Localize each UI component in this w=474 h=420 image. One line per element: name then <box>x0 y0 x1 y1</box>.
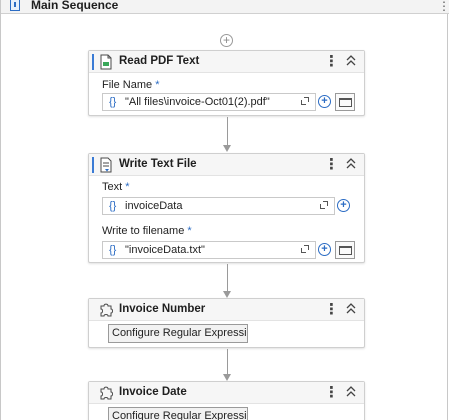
browse-folder-button[interactable] <box>335 241 355 259</box>
folder-icon <box>339 98 352 107</box>
expand-editor-icon[interactable] <box>301 97 309 105</box>
expression-icon: {} <box>109 96 117 108</box>
activity-title: Write Text File <box>119 158 197 170</box>
activity-header[interactable]: Read PDF Text ⋮ <box>89 51 364 73</box>
connector-line <box>227 349 228 374</box>
add-variable-icon[interactable]: + <box>318 95 331 108</box>
write-text-file-icon <box>100 157 112 173</box>
add-variable-icon[interactable]: + <box>337 199 350 212</box>
activity-read-pdf-text[interactable]: Read PDF Text ⋮ File Name * {} "All file… <box>88 50 365 116</box>
connector-arrow-icon <box>223 291 231 298</box>
activity-invoice-number[interactable]: Invoice Number ⋮ Configure Regular Expre… <box>88 298 365 348</box>
collapse-icon[interactable] <box>345 54 357 68</box>
file-name-input[interactable]: {} "All files\invoice-Oct01(2).pdf" <box>102 93 316 111</box>
connector-arrow-icon <box>223 145 231 152</box>
write-to-filename-input[interactable]: {} "invoiceData.txt" <box>102 241 316 259</box>
puzzle-icon <box>100 386 113 400</box>
activity-header[interactable]: Invoice Date ⋮ <box>89 382 364 404</box>
expression-icon: {} <box>109 244 117 256</box>
expression-icon: {} <box>109 200 117 212</box>
expand-editor-icon[interactable] <box>301 245 309 253</box>
configure-regex-button[interactable]: Configure Regular Expression... <box>108 324 248 343</box>
sequence-header[interactable]: Main Sequence ⋮ <box>1 0 450 14</box>
activity-menu-icon[interactable]: ⋮ <box>324 384 339 401</box>
activity-menu-icon[interactable]: ⋮ <box>324 53 339 70</box>
main-sequence-container: Main Sequence ⋮ + Read PDF Text ⋮ File N… <box>0 0 450 420</box>
add-variable-icon[interactable]: + <box>318 243 331 256</box>
activity-menu-icon[interactable]: ⋮ <box>324 301 339 318</box>
sequence-icon <box>10 0 20 11</box>
activity-header[interactable]: Write Text File ⋮ <box>89 154 364 176</box>
canvas-margin <box>460 0 474 420</box>
selection-accent <box>92 157 94 173</box>
write-to-filename-value: "invoiceData.txt" <box>125 244 205 256</box>
text-input[interactable]: {} invoiceData <box>102 197 335 215</box>
collapse-icon[interactable] <box>345 157 357 171</box>
activity-title: Invoice Number <box>119 303 206 315</box>
sequence-title: Main Sequence <box>31 0 119 12</box>
collapse-icon[interactable] <box>345 302 357 316</box>
file-name-value: "All files\invoice-Oct01(2).pdf" <box>125 96 270 108</box>
browse-folder-button[interactable] <box>335 93 355 111</box>
write-to-filename-label: Write to filename * <box>102 225 192 237</box>
file-name-label: File Name * <box>102 79 160 91</box>
text-label: Text * <box>102 181 130 193</box>
connector-line <box>227 117 228 145</box>
read-pdf-icon <box>100 54 112 70</box>
activity-header[interactable]: Invoice Number ⋮ <box>89 299 364 321</box>
puzzle-icon <box>100 303 113 317</box>
activity-title: Invoice Date <box>119 386 187 398</box>
folder-icon <box>339 246 352 255</box>
expand-editor-icon[interactable] <box>320 201 328 209</box>
collapse-icon[interactable] <box>345 385 357 399</box>
sequence-menu-icon[interactable]: ⋮ <box>438 0 450 13</box>
activity-title: Read PDF Text <box>119 55 200 67</box>
configure-regex-button[interactable]: Configure Regular Expression... <box>108 407 248 420</box>
connector-arrow-icon <box>223 374 231 381</box>
activity-write-text-file[interactable]: Write Text File ⋮ Text * {} invoiceData … <box>88 153 365 263</box>
activity-invoice-date[interactable]: Invoice Date ⋮ Configure Regular Express… <box>88 381 365 420</box>
add-activity-icon[interactable]: + <box>220 34 233 47</box>
text-value: invoiceData <box>125 200 183 212</box>
activity-menu-icon[interactable]: ⋮ <box>324 156 339 173</box>
selection-accent <box>92 54 94 70</box>
connector-line <box>227 264 228 291</box>
